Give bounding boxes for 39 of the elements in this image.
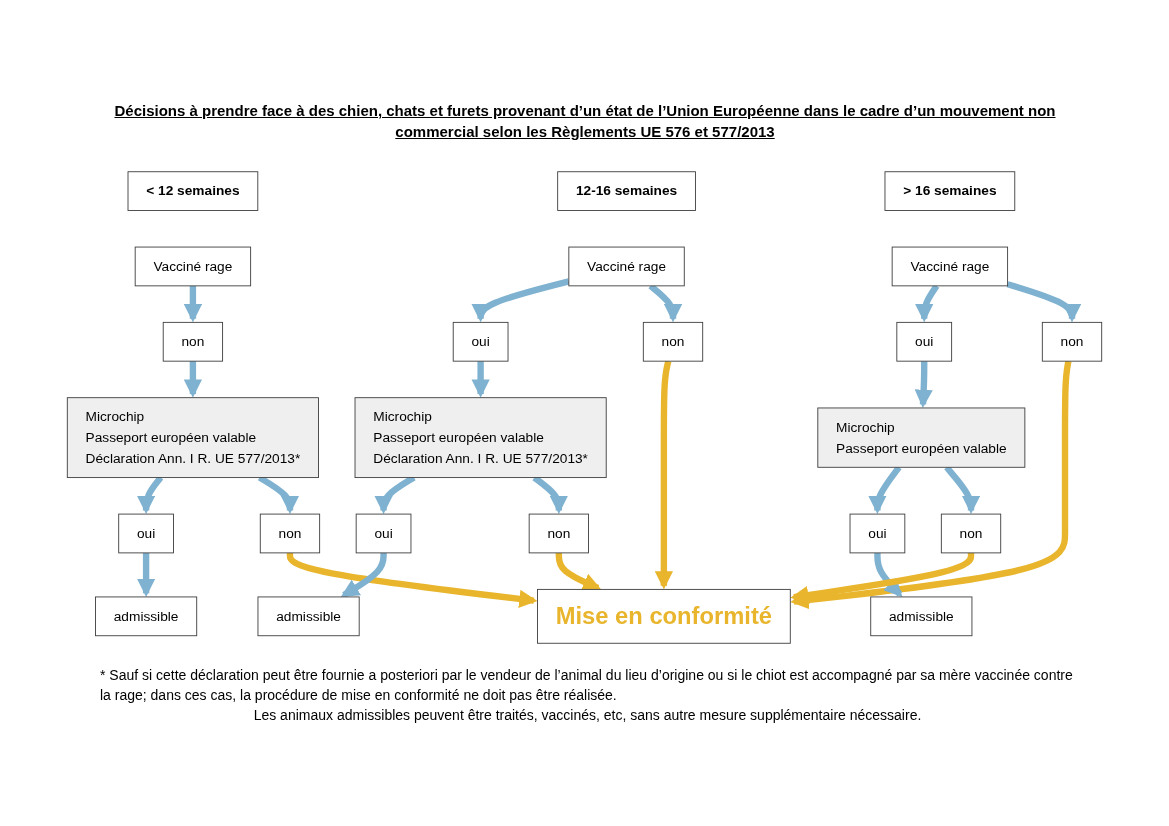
node-box: Microchip Passeport européen valable Déclaration Ann. I R. UE 577/2013* xyxy=(66,397,319,479)
node-box: Vacciné rage xyxy=(568,246,685,287)
node-box: admissible xyxy=(257,596,360,637)
footnote: Les animaux admissibles peuvent être traités, vaccinés, etc, sans autre mesure supplémentaire nécessaire. xyxy=(252,706,923,725)
node-box: admissible xyxy=(95,596,198,637)
arrow xyxy=(914,361,933,408)
arrow xyxy=(555,552,602,591)
node-box: non xyxy=(162,321,224,362)
node-box: oui xyxy=(896,321,953,362)
node-box: < 12 semaines xyxy=(127,171,259,211)
node-box: non xyxy=(642,321,704,362)
arrow xyxy=(1006,281,1082,323)
node-box: non xyxy=(1041,321,1103,362)
node-box: Microchip Passeport européen valable Déclaration Ann. I R. UE 577/2013* xyxy=(354,397,607,479)
arrow xyxy=(136,552,156,597)
node-box: Vacciné rage xyxy=(134,246,252,287)
arrow xyxy=(915,284,940,323)
arrow xyxy=(340,552,387,598)
node-box: > 16 semaines xyxy=(884,171,1016,211)
node-box: Mise en conformité xyxy=(537,588,791,644)
footnote: * Sauf si cette déclaration peut être fournie a posteriori par le vendeur de l’animal du lieu d’origine ou si le chiot est accompagné par sa mère vaccinée contre la rage; dans ces cas, la procédure de mise en conformité ne doit pas être réalisée. xyxy=(100,666,1074,705)
title: Décisions à prendre face à des chien, chats et furets provenant d’un état de l’Union Européenne dans le cadre d’un mouvement non commercial selon les Règlements UE 576 et 577/2013 xyxy=(113,101,1057,142)
node-box: non xyxy=(259,513,321,554)
node-box: admissible xyxy=(870,596,973,637)
node-box: 12-16 semaines xyxy=(557,171,696,211)
node-box: oui xyxy=(118,513,174,554)
node-box: oui xyxy=(849,513,906,554)
node-box: Vacciné rage xyxy=(891,246,1009,287)
arrow xyxy=(183,361,203,398)
arrow xyxy=(471,361,490,398)
node-box: non xyxy=(940,513,1002,554)
arrow xyxy=(183,285,203,323)
node-box: Microchip Passeport européen valable xyxy=(817,407,1026,468)
node-box: oui xyxy=(355,513,412,554)
node-box: oui xyxy=(452,321,509,362)
arrow xyxy=(654,360,673,590)
arrow xyxy=(790,360,1072,610)
arrow xyxy=(471,278,570,323)
node-box: non xyxy=(528,513,589,554)
